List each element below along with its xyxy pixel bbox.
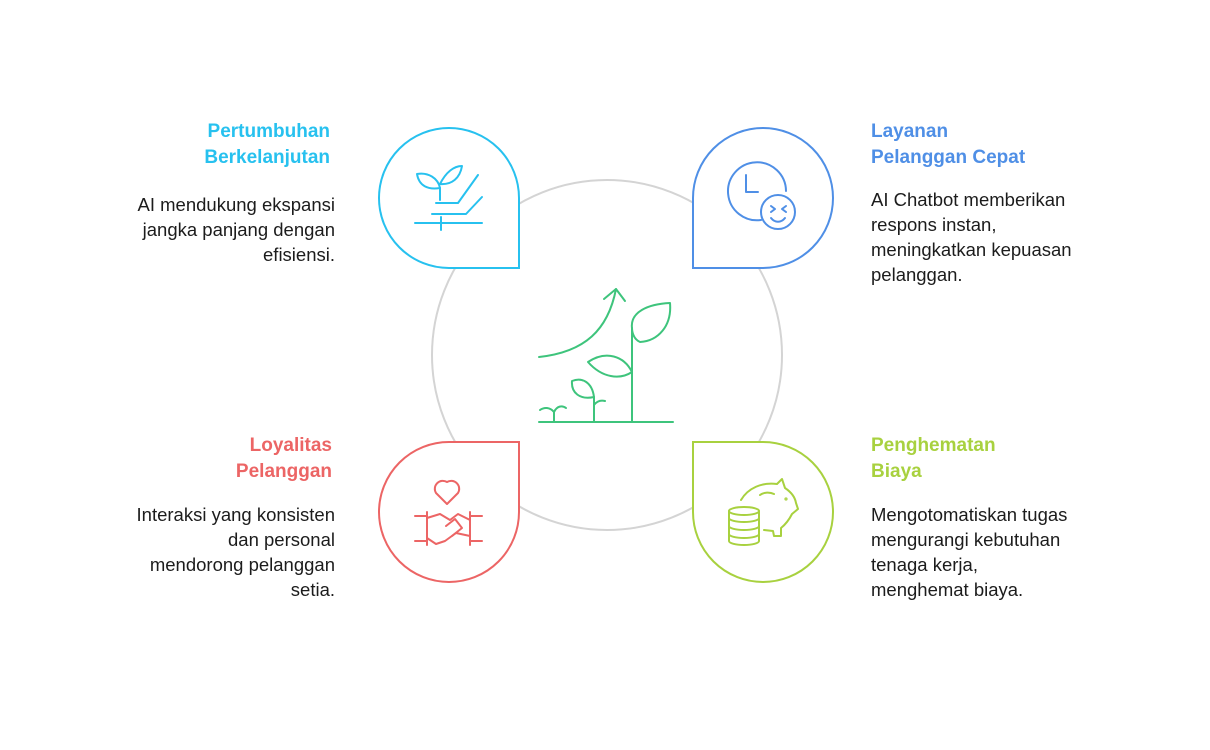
top-left-icon-frame: [378, 127, 520, 269]
bottom-right-title-line-1: Penghematan: [871, 435, 996, 456]
top-right-description: AI Chatbot memberikan respons instan, me…: [871, 187, 1072, 287]
top-right-desc-line-3: meningkatkan kepuasan: [871, 239, 1072, 260]
bottom-right-desc-line-2: mengurangi kebutuhan: [871, 529, 1061, 550]
bottom-left-title: Loyalitas Pelanggan: [236, 433, 332, 485]
top-right-icon-frame: [692, 127, 834, 269]
top-left-desc-line-1: AI mendukung ekspansi: [137, 194, 335, 215]
clock-smiley-icon: [727, 161, 796, 230]
bottom-right-desc-line-4: menghemat biaya.: [871, 579, 1024, 600]
bottom-left-title-line-2: Pelanggan: [235, 461, 332, 482]
top-right-title-line-2: Pelanggan Cepat: [871, 147, 1026, 168]
top-right-desc-line-1: AI Chatbot memberikan: [871, 189, 1066, 210]
bottom-left-desc-line-3: mendorong pelanggan: [149, 554, 335, 575]
top-left-title-line-2: Berkelanjutan: [204, 147, 330, 168]
bottom-left-desc-line-1: Interaksi yang konsisten: [136, 504, 335, 525]
central-ring: [431, 179, 783, 531]
top-right-title-line-1: Layanan: [871, 121, 949, 142]
top-right-title: Layanan Pelanggan Cepat: [871, 119, 1025, 171]
bottom-right-title: Penghematan Biaya: [871, 433, 996, 485]
bottom-right-description: Mengotomatiskan tugas mengurangi kebutuh…: [871, 502, 1067, 602]
growing-plant-arrow-icon: [538, 288, 674, 423]
bottom-right-desc-line-1: Mengotomatiskan tugas: [871, 504, 1068, 525]
top-left-title: Pertumbuhan Berkelanjutan: [204, 119, 330, 171]
top-left-title-line-1: Pertumbuhan: [207, 121, 330, 142]
bottom-left-description: Interaksi yang konsisten dan personal me…: [137, 502, 335, 602]
plant-growth-icon: [414, 165, 483, 231]
bottom-right-desc-line-3: tenaga kerja,: [871, 554, 978, 575]
piggy-bank-coins-icon: [728, 478, 799, 546]
bottom-right-icon-frame: [692, 441, 834, 583]
bottom-left-desc-line-4: setia.: [290, 579, 335, 600]
bottom-left-desc-line-2: dan personal: [228, 529, 335, 550]
top-left-description: AI mendukung ekspansi jangka panjang den…: [138, 192, 335, 267]
bottom-left-title-line-1: Loyalitas: [249, 435, 332, 456]
bottom-right-title-line-2: Biaya: [871, 461, 922, 482]
top-right-desc-line-2: respons instan,: [871, 214, 997, 235]
top-right-desc-line-4: pelanggan.: [871, 264, 963, 285]
bottom-left-icon-frame: [378, 441, 520, 583]
top-left-desc-line-3: efisiensi.: [263, 244, 335, 265]
handshake-heart-icon: [414, 479, 483, 546]
top-left-desc-line-2: jangka panjang dengan: [142, 219, 335, 240]
